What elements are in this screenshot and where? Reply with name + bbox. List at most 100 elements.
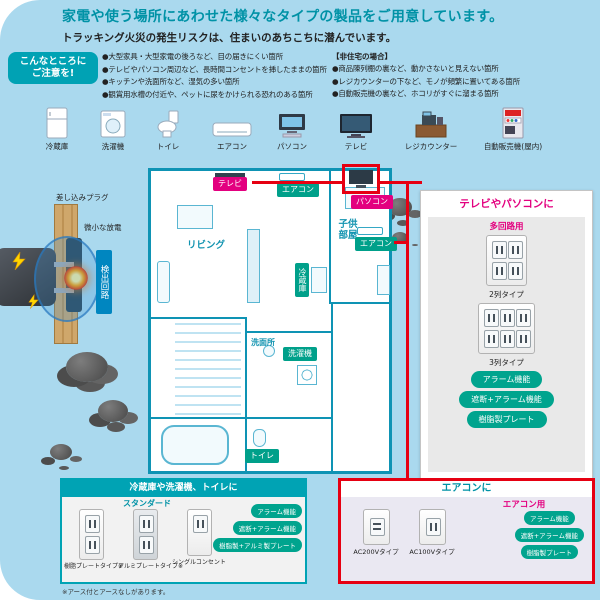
feature-tag: 遮断+アラーム機能	[459, 391, 554, 408]
product-name: AC100Vタイプ	[409, 548, 455, 556]
caution-item: ●キッチンや洗面所など、湿気の多い箇所	[102, 77, 240, 87]
nonresidential-label: 【非住宅の場合】	[332, 52, 392, 61]
outlet-product-image	[132, 509, 158, 560]
dining-table-icon	[177, 205, 213, 229]
feature-tag: 遮断+アラーム機能	[232, 521, 302, 535]
panel-tv-pc: テレビやパソコンに 多回路用 2列タイプ 3列タイプ アラーム機能 遮断+アラー…	[420, 190, 593, 480]
caution-badge-line2: ご注意を!	[31, 68, 75, 79]
socket	[425, 518, 441, 536]
tag-fridge: 冷蔵庫	[295, 263, 309, 297]
wall	[151, 317, 245, 319]
highlight-box-monitor	[342, 164, 380, 194]
caution-item: ●商品陳列棚の裏など、動かさないと見えない箇所	[332, 64, 499, 73]
appliance-toilet: トイレ	[136, 106, 200, 152]
lightning-bolt-icon	[12, 252, 26, 270]
room-label-washroom: 洗面所	[251, 338, 275, 347]
page-title: 家電や使う場所にあわせた様々なタイプの製品をご用意しています。	[62, 9, 504, 25]
product: AC200Vタイプ	[349, 509, 403, 556]
tag-washer: 洗濯機	[283, 347, 317, 361]
room-label-living: リビング	[187, 240, 226, 251]
wall	[331, 302, 333, 471]
washer-fixture-icon	[297, 365, 317, 385]
product-name: シングルコンセント	[172, 559, 226, 566]
desk-icon	[377, 265, 390, 295]
appliance-label: パソコン	[277, 142, 307, 151]
plug-label: 差し込みプラグ	[56, 193, 109, 202]
feature-tag: アラーム機能	[470, 371, 543, 388]
detection-circuit-label: 検出回路	[96, 250, 112, 314]
panel-body: 多回路用 2列タイプ 3列タイプ アラーム機能 遮断+アラーム機能 樹脂製プレー…	[428, 217, 585, 472]
connector-line-red	[380, 181, 422, 184]
caution-item: ●自動販売機の裏など、ホコリがすぐに溜まる箇所	[332, 89, 499, 99]
product-name: 3列タイプ	[489, 358, 524, 367]
tag-aircon-2: エアコン	[355, 237, 397, 251]
panel-title: 冷蔵庫や洗濯機、トイレに	[62, 480, 305, 497]
category-label: 多回路用	[489, 222, 524, 232]
appliance-aircon: エアコン	[200, 106, 264, 152]
socket	[84, 515, 100, 533]
appliance-label: テレビ	[344, 142, 368, 151]
refrigerator-icon	[25, 106, 89, 139]
socket	[138, 515, 154, 533]
product-name: AC200Vタイプ	[353, 548, 399, 556]
bathtub-icon	[161, 425, 229, 465]
socket	[484, 309, 499, 327]
sofa-icon	[157, 261, 170, 303]
floorplan: リビング 子供部屋 洗面所 テレビ エアコン パソコン エアコン 冷蔵庫 洗濯機…	[148, 168, 397, 474]
outlet-product-image	[186, 509, 212, 556]
panel-title: エアコンに	[341, 481, 592, 497]
feature-tag-list: アラーム機能 遮断+アラーム機能 樹脂製+アルミ製プレート	[213, 504, 302, 552]
tag-aircon-1: エアコン	[277, 183, 319, 197]
outlet-product-image	[486, 235, 527, 286]
socket	[369, 518, 385, 536]
appliance-label: トイレ	[156, 142, 180, 151]
caution-item: ●観賞用水槽の付近や、ペットに尿をかけられる恐れのある箇所	[102, 89, 313, 99]
caution-list-nonresidential: ●商品陳列棚の裏など、動かさないと見えない箇所 ●レジカウンターの下など、モノが…	[332, 63, 520, 101]
lightning-bolt-icon	[28, 294, 39, 309]
socket	[500, 330, 515, 348]
appliance-label: 冷蔵庫	[45, 142, 69, 151]
toilet-icon	[136, 106, 200, 139]
aircon-unit-icon	[357, 227, 383, 235]
smoke-cloud	[98, 400, 128, 422]
tv-stand-icon	[215, 173, 245, 180]
vending-machine-icon	[472, 106, 554, 139]
caution-item: ●大型家具・大型家電の後ろなど、目の届きにくい箇所	[102, 52, 284, 61]
wall	[329, 302, 389, 304]
basin-icon	[263, 345, 275, 357]
stairs-hatch	[175, 323, 241, 415]
television-icon	[324, 106, 388, 139]
product: 樹脂プレートタイプ※	[64, 509, 124, 570]
fridge-fixture-icon	[311, 267, 327, 293]
appliance-tv: テレビ	[324, 106, 388, 152]
outlet-product-image	[362, 509, 390, 545]
caution-badge: こんなところに ご注意を!	[8, 52, 98, 84]
tag-tv: テレビ	[213, 177, 247, 191]
appliance-vending: 自動販売機(屋内)	[472, 106, 554, 152]
connector-line-red	[406, 181, 409, 479]
socket	[508, 241, 523, 259]
product: AC100Vタイプ	[405, 509, 459, 556]
feature-tag: アラーム機能	[523, 511, 575, 525]
page-subtitle: トラッキング火災の発生リスクは、住まいのあちこちに潜んでいます。	[62, 32, 397, 44]
panel-title: テレビやパソコンに	[459, 198, 554, 210]
connector-line-red	[394, 241, 408, 244]
aircon-unit-icon	[279, 173, 305, 181]
socket	[516, 309, 531, 327]
product-name: 樹脂プレートタイプ※	[64, 563, 124, 570]
computer-icon	[260, 106, 324, 139]
socket	[192, 515, 208, 533]
caution-item: ●レジカウンターの下など、モノが頻繁に置いてある箇所	[332, 76, 521, 86]
product-name: アルミプレートタイプ※	[118, 563, 183, 570]
appliance-pc: パソコン	[260, 106, 324, 152]
feature-tag: 遮断+アラーム機能	[514, 528, 584, 542]
room-label-kids: 子供部屋	[338, 219, 358, 241]
wall	[151, 417, 333, 419]
socket	[84, 536, 100, 554]
socket	[138, 536, 154, 554]
toilet-fixture-icon	[253, 429, 266, 447]
wall	[329, 171, 331, 302]
category-label: エアコン用	[502, 500, 546, 510]
wall	[245, 331, 331, 333]
